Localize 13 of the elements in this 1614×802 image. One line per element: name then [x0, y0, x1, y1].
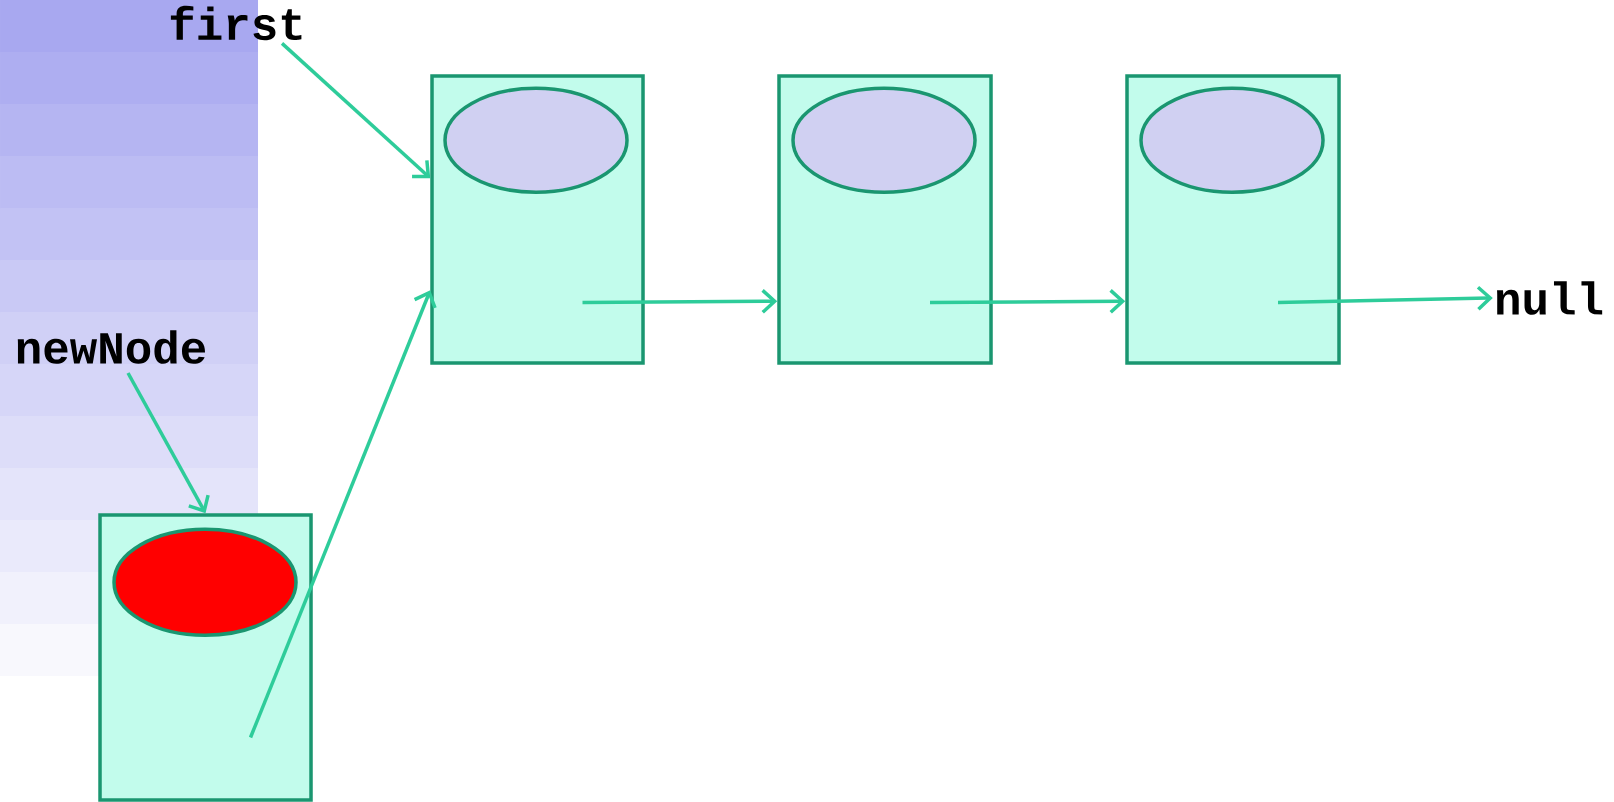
- arrow: [280, 42, 431, 179]
- data-ellipse: [112, 527, 298, 637]
- arrow: [248, 290, 437, 739]
- data-ellipse: [443, 86, 629, 194]
- label-text: first: [170, 5, 302, 41]
- arrow: [930, 289, 1126, 314]
- arrow: [126, 372, 210, 514]
- arrow: [582, 289, 778, 314]
- label-text: newNode: [17, 330, 205, 364]
- data-ellipse: [1139, 86, 1325, 194]
- arrow: [1277, 286, 1493, 311]
- data-ellipse: [791, 86, 977, 194]
- label-text: null: [1497, 281, 1603, 315]
